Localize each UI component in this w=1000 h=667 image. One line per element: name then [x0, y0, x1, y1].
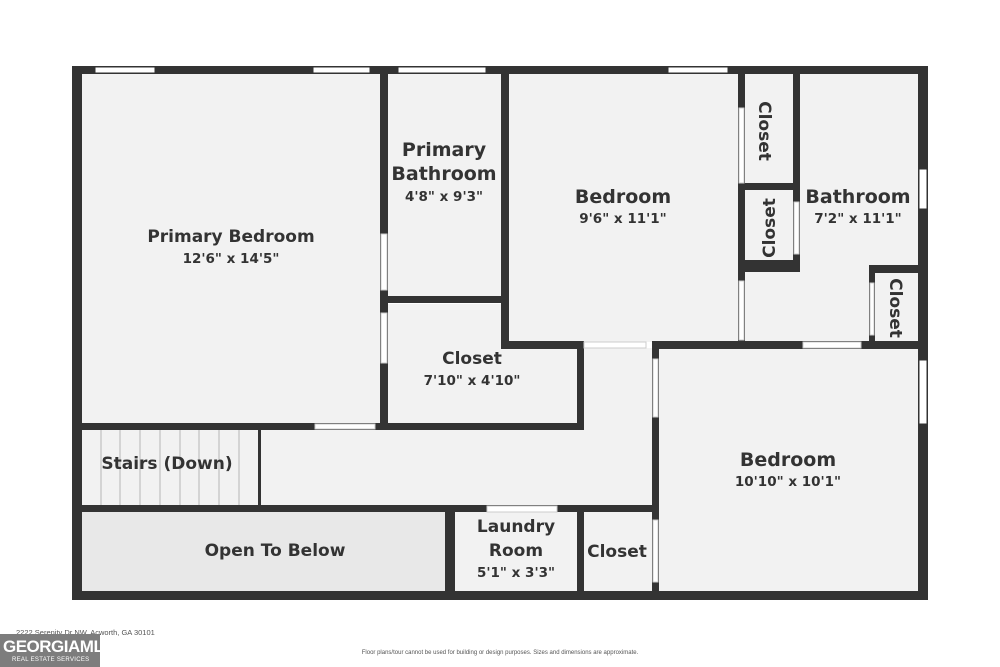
floor-primary-bathroom [388, 74, 501, 298]
door-gap [802, 341, 862, 349]
closet-bottom-name: Closet [587, 542, 647, 562]
openings [314, 107, 875, 583]
closet-center-name: Closet [442, 349, 502, 369]
floor-laundry [455, 512, 577, 591]
door-gap [652, 519, 659, 583]
floor-hallway [82, 430, 652, 506]
window [312, 66, 371, 74]
door-gap [652, 358, 659, 418]
bathroom-name: Bathroom [805, 186, 910, 208]
floor-closet-right [875, 273, 918, 342]
primary-bathroom-dims: 4'8" x 9'3" [405, 189, 483, 205]
window [94, 66, 156, 74]
logo-subtitle: REAL ESTATE SERVICES [12, 657, 90, 663]
window [397, 66, 487, 74]
door-gap [583, 341, 647, 349]
primary-bedroom-dims: 12'6" x 14'5" [183, 251, 280, 267]
laundry-room-name-line2: Room [489, 541, 543, 561]
laundry-room-name-line1: Laundry [477, 517, 555, 537]
closet-right-name: Closet [885, 278, 905, 338]
door-gap [869, 282, 875, 336]
door-gap [486, 505, 558, 513]
bedroom-lower-name: Bedroom [740, 449, 836, 471]
stairs-edge [258, 430, 261, 506]
bedroom-lower-dims: 10'10" x 10'1" [735, 474, 841, 490]
door-gap [738, 107, 745, 184]
primary-bathroom-name-line2: Bathroom [391, 163, 496, 185]
door-gap [380, 312, 388, 364]
floor-bedroom-lower [658, 348, 918, 591]
closet-top-name: Closet [754, 101, 774, 161]
floor-open-to-below [82, 512, 445, 591]
closet-mid-name: Closet [760, 198, 780, 258]
bathroom-dims: 7'2" x 11'1" [814, 211, 901, 227]
mls-logo: GEORGIAMLS REAL ESTATE SERVICES [0, 634, 115, 667]
open-to-below-name: Open To Below [205, 541, 346, 561]
stairs-name: Stairs (Down) [101, 454, 232, 474]
bedroom-upper-dims: 9'6" x 11'1" [579, 211, 666, 227]
property-address: 2222 Serenity Dr NW, Acworth, GA 30101 [16, 628, 155, 637]
window [918, 359, 928, 425]
bedroom-upper-name: Bedroom [575, 186, 671, 208]
window [667, 66, 729, 74]
floor-closet-bottom [584, 512, 652, 591]
stairs-treads [100, 430, 240, 506]
window [918, 168, 928, 210]
floors [82, 74, 918, 591]
primary-bathroom-name-line1: Primary [402, 139, 487, 161]
door-gap [793, 201, 800, 255]
logo-name: GEORGIAMLS [3, 637, 115, 656]
floor-bedroom-upper [509, 74, 738, 342]
disclaimer: Floor plans/tour cannot be used for buil… [361, 650, 639, 656]
floor-hall-upper [584, 348, 652, 432]
door-gap [314, 423, 376, 430]
windows [94, 66, 928, 425]
laundry-room-dims: 5'1" x 3'3" [477, 565, 555, 581]
closet-center-dims: 7'10" x 4'10" [424, 373, 521, 389]
floor-primary-bedroom [82, 74, 382, 424]
primary-bedroom-name: Primary Bedroom [147, 227, 314, 247]
door-gap [380, 233, 388, 291]
door-gap [738, 280, 745, 341]
